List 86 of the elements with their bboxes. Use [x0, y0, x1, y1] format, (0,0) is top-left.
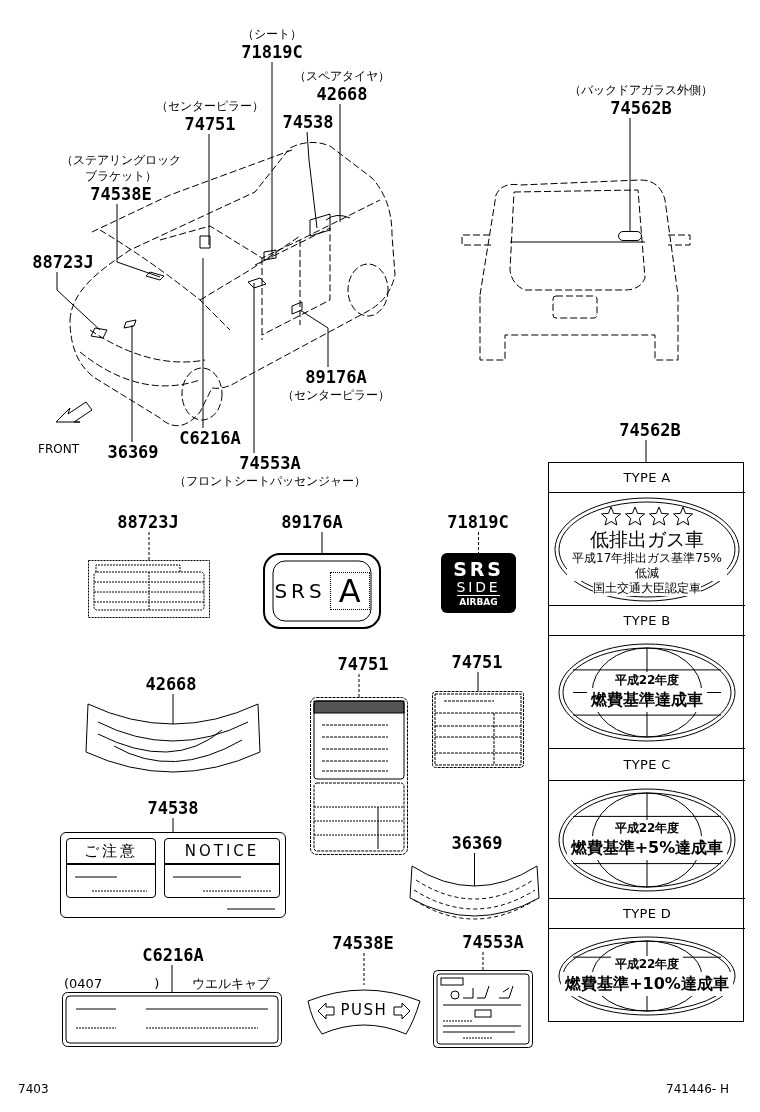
label-text: SRS: [274, 578, 326, 605]
leader-line: [172, 693, 174, 725]
direction-label: FRONT: [38, 441, 79, 458]
type-heading: TYPE D: [623, 904, 671, 923]
warning-label: [310, 697, 408, 855]
leader-line: [171, 964, 173, 993]
sticker-note: 平成17年排出ガス基準75%低減: [567, 550, 727, 581]
type-heading: TYPE B: [623, 611, 671, 630]
notice-label: [60, 832, 286, 918]
sticker-title: 燃費基準+5%達成車: [566, 835, 728, 860]
part-number: 74562B: [619, 420, 681, 440]
location-note: （フロントシートパッセンジャー）: [174, 473, 366, 489]
page-code: 7403: [18, 1081, 49, 1098]
label-text: SRS: [453, 558, 504, 579]
leader-line: [474, 852, 475, 887]
part-number: 74751: [184, 114, 236, 134]
notice-heading: ご注意: [67, 839, 155, 865]
part-number: 74553A: [462, 932, 524, 952]
leader-line: [482, 951, 484, 971]
leader-line: [172, 817, 174, 833]
leader-line: [478, 531, 479, 554]
leader-line: [321, 531, 323, 554]
location-note: （センターピラー）: [282, 387, 390, 403]
part-number: 74538E: [332, 933, 394, 953]
sticker-label: [62, 992, 282, 1047]
part-number: 42668: [145, 674, 197, 694]
part-number: 88723J: [117, 512, 179, 532]
leader-line: [358, 673, 360, 698]
sticker-title: 燃費基準+10%達成車: [561, 972, 733, 996]
part-number: 74562B: [610, 98, 672, 118]
leader-line: [148, 531, 150, 561]
label-text: PUSH: [340, 1000, 388, 1022]
part-number: 42668: [316, 84, 368, 104]
sticker-label: [88, 560, 210, 618]
info-label: [432, 691, 524, 768]
leader-line: [131, 324, 133, 443]
leader-line: [645, 439, 647, 463]
part-number: 74538E: [90, 184, 152, 204]
leader-line: [477, 671, 479, 692]
part-number: 36369: [107, 442, 159, 462]
airbag-label: [263, 553, 381, 629]
location-note: （スペアタイヤ）: [294, 68, 390, 84]
notice-heading: NOTICE: [165, 839, 279, 865]
notice-panel: [164, 838, 280, 898]
label-text: SIDE: [456, 578, 501, 596]
part-number: C6216A: [179, 428, 241, 448]
part-number: C6216A: [142, 945, 204, 965]
part-number: 71819C: [241, 42, 303, 62]
type-heading: TYPE A: [623, 468, 671, 487]
airbag-warning-label: [433, 970, 533, 1048]
leader-line: [116, 203, 161, 278]
part-number: 74751: [451, 652, 503, 672]
leader-line: [208, 133, 210, 246]
label-note: ウエルキャブ: [192, 975, 270, 993]
part-number: 89176A: [281, 512, 343, 532]
leader-line: [629, 117, 631, 232]
leader-line: [271, 61, 273, 259]
curved-label: [408, 862, 541, 920]
leader-line: [339, 103, 341, 223]
part-number: 74538: [282, 112, 334, 132]
part-number: 74538: [147, 798, 199, 818]
leader-line: [299, 309, 329, 368]
part-number: 88723J: [32, 252, 94, 272]
location-note: （バックドアガラス外側）: [569, 82, 713, 98]
leader-line: [363, 952, 365, 986]
type-heading: TYPE C: [623, 755, 671, 774]
location-note: （センターピラー）: [156, 98, 264, 114]
label-panel: [548, 462, 744, 1022]
drawing-number: 741446- H: [666, 1081, 729, 1098]
leader-line: [253, 282, 255, 454]
label-note: (0407 ): [64, 975, 160, 993]
leader-line: [56, 271, 101, 331]
part-number: 71819C: [447, 512, 509, 532]
airbag-label: [441, 553, 516, 613]
part-number: 89176A: [305, 367, 367, 387]
part-number: 36369: [451, 833, 503, 853]
sticker-title: 燃費基準達成車: [587, 688, 707, 712]
label-text: A: [329, 572, 370, 610]
label-text: AIRBAG: [459, 595, 498, 608]
part-number: 74751: [337, 654, 389, 674]
leader-line: [306, 131, 318, 229]
notice-panel: [66, 838, 156, 898]
location-note: （ステアリングロックブラケット）: [60, 152, 182, 184]
part-number: 74553A: [239, 453, 301, 473]
sticker-note: 平成22年度: [610, 956, 684, 972]
location-note: （シート）: [242, 26, 302, 42]
